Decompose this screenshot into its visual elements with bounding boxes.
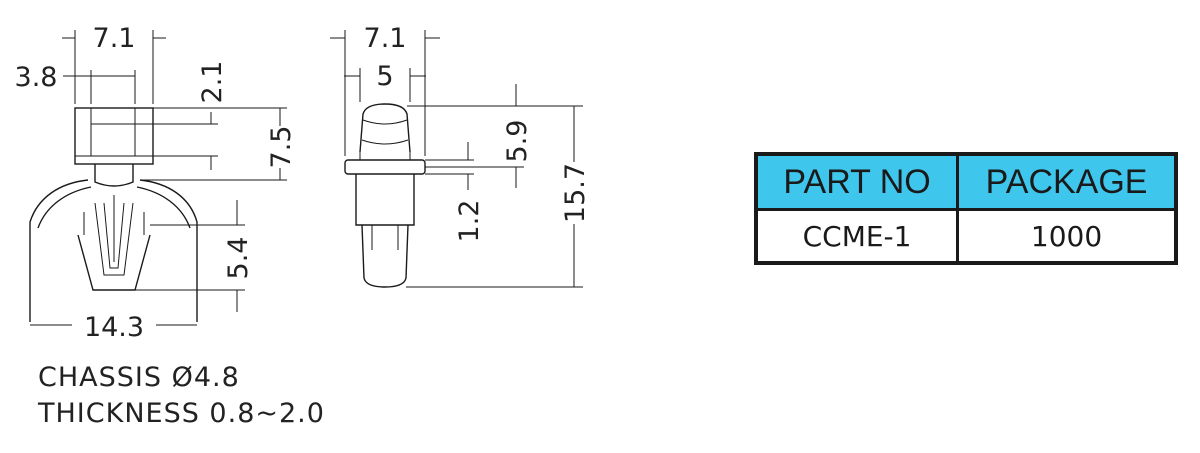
dim-slot-height: 2.1 [197, 61, 228, 104]
dim-side-inner-width: 5 [376, 61, 393, 92]
table-row: CCME-1 1000 [754, 208, 1178, 265]
side-cap [359, 103, 411, 153]
dim-side-top-width: 7.1 [364, 23, 407, 54]
side-body [355, 174, 415, 226]
dim-cap-height: 5.9 [502, 120, 533, 163]
part-table-header-row: PART NO PACKAGE [754, 152, 1178, 211]
side-view: 7.1 5 5.9 1.2 15.7 [330, 23, 591, 288]
left-wing [29, 179, 89, 322]
cell-package: 1000 [956, 208, 1178, 265]
thickness-spec: THICKNESS 0.8~2.0 [38, 398, 325, 429]
dim-head-height: 7.5 [266, 126, 297, 169]
side-tip [361, 224, 409, 288]
side-flange [344, 159, 426, 175]
right-wing [139, 179, 198, 322]
header-package: PACKAGE [956, 152, 1178, 211]
head-block [74, 107, 154, 165]
dim-top-width: 7.1 [93, 23, 136, 54]
cell-part-no: CCME-1 [754, 208, 960, 265]
head-slot [90, 123, 136, 157]
legs [77, 234, 151, 291]
part-table: PART NO PACKAGE CCME-1 1000 [754, 152, 1178, 265]
dim-leg-height: 5.4 [223, 237, 254, 280]
technical-drawing: 7.1 3.8 2.1 7.5 5.4 14.3 [15, 23, 591, 343]
dim-span-width: 14.3 [84, 312, 144, 343]
dim-total-height: 15.7 [560, 163, 591, 223]
chassis-spec: CHASSIS Ø4.8 [38, 362, 240, 393]
front-view: 7.1 3.8 2.1 7.5 5.4 14.3 [15, 23, 297, 343]
header-part-no: PART NO [754, 152, 960, 211]
dim-flange-height: 1.2 [454, 200, 485, 243]
dim-slot-width: 3.8 [15, 62, 58, 93]
